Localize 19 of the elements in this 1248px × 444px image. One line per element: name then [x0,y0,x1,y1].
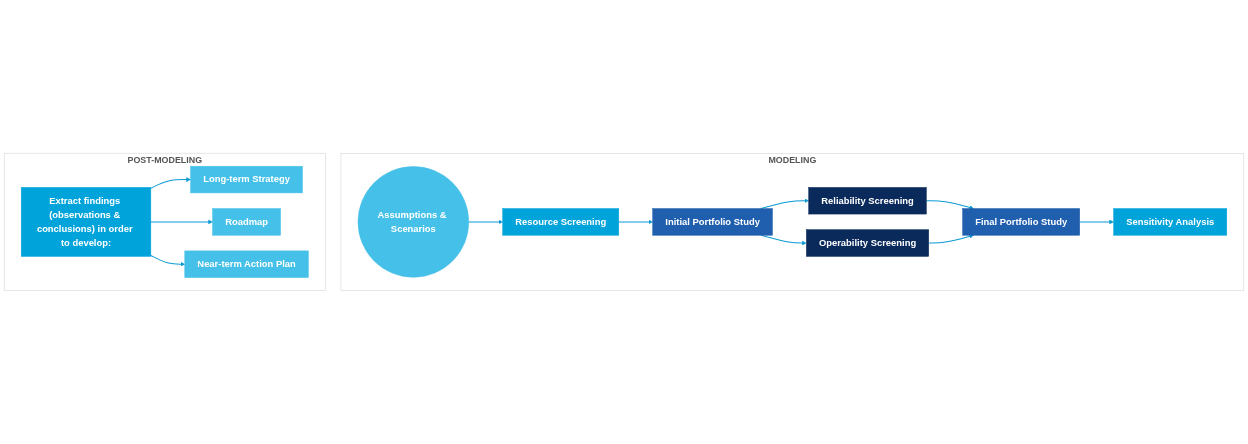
arrow [150,255,185,267]
arrow [150,177,191,189]
arrow [150,219,213,225]
node-box: Initial Portfolio Study [652,208,773,236]
node-box: Reliability Screening [808,187,927,215]
arrow [618,219,653,225]
node-circle: Assumptions & Scenarios [357,166,469,278]
node-box: Final Portfolio Study [962,208,1080,236]
node-box: Operability Screening [806,229,929,257]
node-box: Extract findings (observations & conclusions) in order to develop: [20,187,152,257]
arrow [925,200,974,210]
node-box: Near-term Action Plan [184,250,309,278]
arrow [928,234,974,244]
node-box: Roadmap [212,208,281,236]
arrow [468,219,503,225]
node-box: Sensitivity Analysis [1113,208,1228,236]
node-box: Resource Screening [502,208,620,236]
arrow [1079,219,1114,225]
node-box: Long-term Strategy [190,166,303,194]
